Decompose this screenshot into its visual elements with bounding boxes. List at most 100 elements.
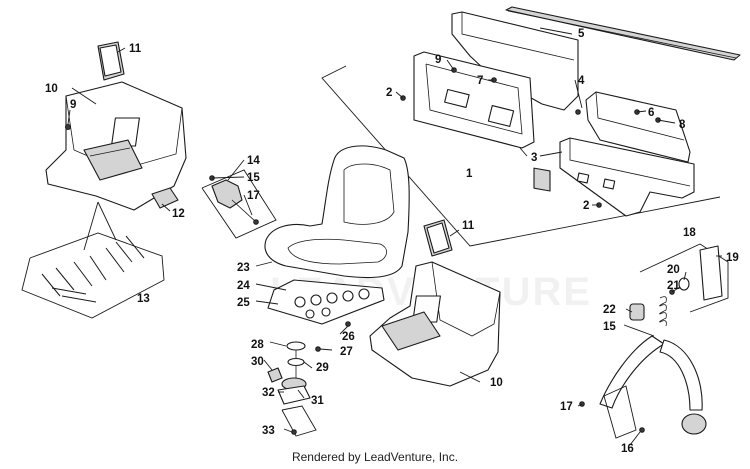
callout-16: 16 xyxy=(621,443,634,455)
leader-10-right xyxy=(459,371,481,383)
lower-panel-fold xyxy=(569,138,691,187)
leader-9-rear xyxy=(446,59,455,71)
leader-24 xyxy=(255,283,287,291)
middle-panel-cutout-2 xyxy=(487,105,515,127)
part-24-frame xyxy=(267,279,385,325)
leader-20 xyxy=(683,271,687,281)
leader-14 xyxy=(227,159,245,181)
leader-10-left xyxy=(71,87,97,105)
callout-9-rear: 9 xyxy=(435,54,441,66)
part-14-handle xyxy=(211,179,243,209)
callout-2-bottom: 2 xyxy=(583,200,589,212)
upper-bracket-slot xyxy=(533,167,551,192)
callout-7: 7 xyxy=(477,75,483,87)
leader-3 xyxy=(519,147,528,157)
part-11-cover-right-face xyxy=(426,222,450,254)
part-13-tools xyxy=(41,235,145,303)
part-26-nut xyxy=(345,321,351,327)
leader-28 xyxy=(269,341,287,347)
seat-back-contour xyxy=(343,163,395,225)
leader-17-adjuster xyxy=(243,194,253,216)
leader-6 xyxy=(636,110,647,113)
callout-2-top: 2 xyxy=(386,87,392,99)
leader-15-adjuster xyxy=(211,176,245,179)
screw-9-left xyxy=(65,124,71,130)
belt-buckle xyxy=(681,413,707,435)
leader-17-belt xyxy=(577,403,583,407)
callout-30: 30 xyxy=(251,356,264,368)
callout-17-belt: 17 xyxy=(560,401,573,413)
callout-15-adjuster: 15 xyxy=(247,172,260,184)
callout-6: 6 xyxy=(648,107,654,119)
part-right-bracket xyxy=(585,91,691,163)
callout-23: 23 xyxy=(237,262,250,274)
callout-4: 4 xyxy=(578,75,585,87)
callout-11-left: 11 xyxy=(129,43,142,55)
seat-assembly: 23 24 25 26 27 28 29 30 31 32 33 xyxy=(237,145,410,437)
screw-4 xyxy=(575,109,581,115)
callout-18: 18 xyxy=(683,227,696,239)
leader-3b xyxy=(539,151,563,157)
part-19-mount xyxy=(699,245,723,301)
part-33-bolt xyxy=(291,429,297,435)
callout-11-right: 11 xyxy=(462,220,475,232)
callout-14: 14 xyxy=(247,155,260,167)
part-17-washer xyxy=(253,219,259,225)
leader-11-right xyxy=(449,229,460,237)
callout-24: 24 xyxy=(237,280,250,292)
seat-belt-assembly: 18 19 20 21 22 15 17 16 xyxy=(560,227,739,455)
leader-33 xyxy=(283,428,293,433)
leader-11-left xyxy=(117,47,126,53)
callout-26: 26 xyxy=(342,331,355,343)
leader-21 xyxy=(671,286,681,293)
leader-25 xyxy=(255,300,279,305)
leader-23 xyxy=(255,261,273,267)
leader-5 xyxy=(539,27,573,35)
leader-30 xyxy=(263,359,273,371)
callout-27: 27 xyxy=(340,346,353,358)
leader-22 xyxy=(625,308,633,313)
bracket-item-18 xyxy=(639,243,729,313)
part-lower-panel xyxy=(559,137,695,217)
part-29-washer xyxy=(287,357,305,367)
base-left-mechanism xyxy=(83,139,143,181)
callout-20: 20 xyxy=(667,264,680,276)
callout-25: 25 xyxy=(237,297,250,309)
leader-31 xyxy=(297,389,305,399)
left-seat-base: 11 10 9 12 13 xyxy=(21,41,187,319)
seat-adjuster: 14 15 17 xyxy=(201,155,277,239)
callout-3: 3 xyxy=(531,152,537,164)
part-30-clip xyxy=(267,367,283,383)
adjuster-rod xyxy=(231,199,257,223)
leader-2-top xyxy=(395,91,404,99)
leader-tools-2 xyxy=(97,201,117,241)
leader-27 xyxy=(319,348,333,351)
rear-panel-assembly: 5 9 7 4 6 8 2 3 1 2 xyxy=(321,6,741,247)
part-12 xyxy=(151,187,179,209)
callout-32: 32 xyxy=(262,387,275,399)
callout-31: 31 xyxy=(311,395,324,407)
part-upper-bracket xyxy=(451,11,579,111)
belt-coil xyxy=(659,296,667,327)
leader-9-left xyxy=(67,109,71,125)
frame-holes xyxy=(294,288,370,319)
part-23-seat xyxy=(264,145,410,279)
callout-13: 13 xyxy=(137,293,150,305)
right-seat-base: 11 10 xyxy=(369,219,503,389)
callout-10-right: 10 xyxy=(490,377,503,389)
part-20-washer xyxy=(678,277,690,291)
leader-12 xyxy=(161,203,171,212)
anchor-outline xyxy=(603,385,637,439)
callout-5: 5 xyxy=(578,28,585,40)
leader-tools-1 xyxy=(83,201,99,251)
seat-cushion-contour xyxy=(287,238,387,265)
callout-21: 21 xyxy=(667,280,680,292)
belt-strap-2 xyxy=(659,339,703,411)
bracket-item-13 xyxy=(21,232,165,319)
leader-16 xyxy=(629,431,641,446)
bracket-adjuster xyxy=(201,169,277,239)
callout-33: 33 xyxy=(262,425,275,437)
leader-4 xyxy=(574,79,583,109)
leader-29 xyxy=(303,361,313,369)
